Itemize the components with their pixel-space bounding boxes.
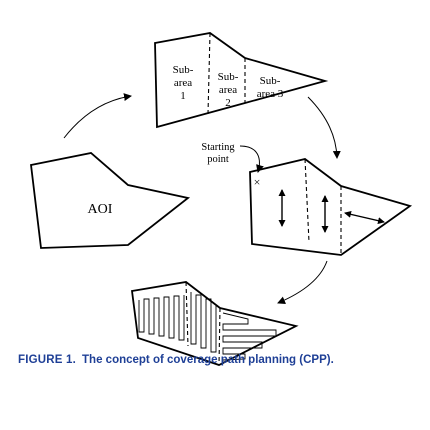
boustrophedon-path-1: [138, 295, 185, 341]
figure-number: FIGURE 1.: [18, 354, 77, 366]
svg-text:Sub-: Sub-: [260, 75, 281, 87]
subarea-1-label: Sub- area 1: [173, 64, 194, 102]
start-marker: ×: [254, 175, 261, 189]
svg-text:area: area: [219, 84, 237, 96]
svg-text:Starting: Starting: [201, 142, 235, 153]
sweep-arrow-horizontal: [344, 210, 385, 225]
figure-caption: FIGURE 1. The concept of coverage path pl…: [18, 354, 428, 366]
figure-caption-text: The concept of coverage path planning (C…: [82, 354, 334, 366]
svg-text:Sub-: Sub-: [173, 64, 194, 76]
aoi-shape: AOI: [30, 152, 191, 249]
svg-text:area: area: [174, 77, 192, 89]
subarea-divider-1: [207, 32, 211, 115]
flow-arrow-sweep-to-path: [277, 260, 328, 304]
svg-text:point: point: [207, 154, 229, 165]
decomposed-subareas: Sub- area 1 Sub- area 2 Sub- area 3: [154, 32, 329, 129]
boustrophedon-path-2: [190, 292, 217, 353]
svg-text:area 3: area 3: [257, 88, 284, 100]
sweep-divider-1: [304, 158, 310, 243]
subarea-3-label: Sub- area 3: [257, 75, 284, 100]
starting-point-leader: [239, 145, 264, 173]
boustrophedon-path-3: [222, 312, 277, 361]
svg-text:1: 1: [180, 90, 186, 102]
aoi-label: AOI: [88, 202, 113, 217]
subarea-2-label: Sub- area 2: [218, 71, 239, 109]
sweep-directions-shape: ×: [249, 158, 413, 256]
coverage-path-shape: [130, 281, 299, 366]
flow-arrow-subareas-to-sweep: [307, 96, 341, 159]
starting-point-label: Starting point: [201, 142, 235, 165]
svg-text:2: 2: [225, 97, 231, 109]
svg-text:Sub-: Sub-: [218, 71, 239, 83]
flow-arrow-aoi-to-subareas: [63, 93, 132, 139]
